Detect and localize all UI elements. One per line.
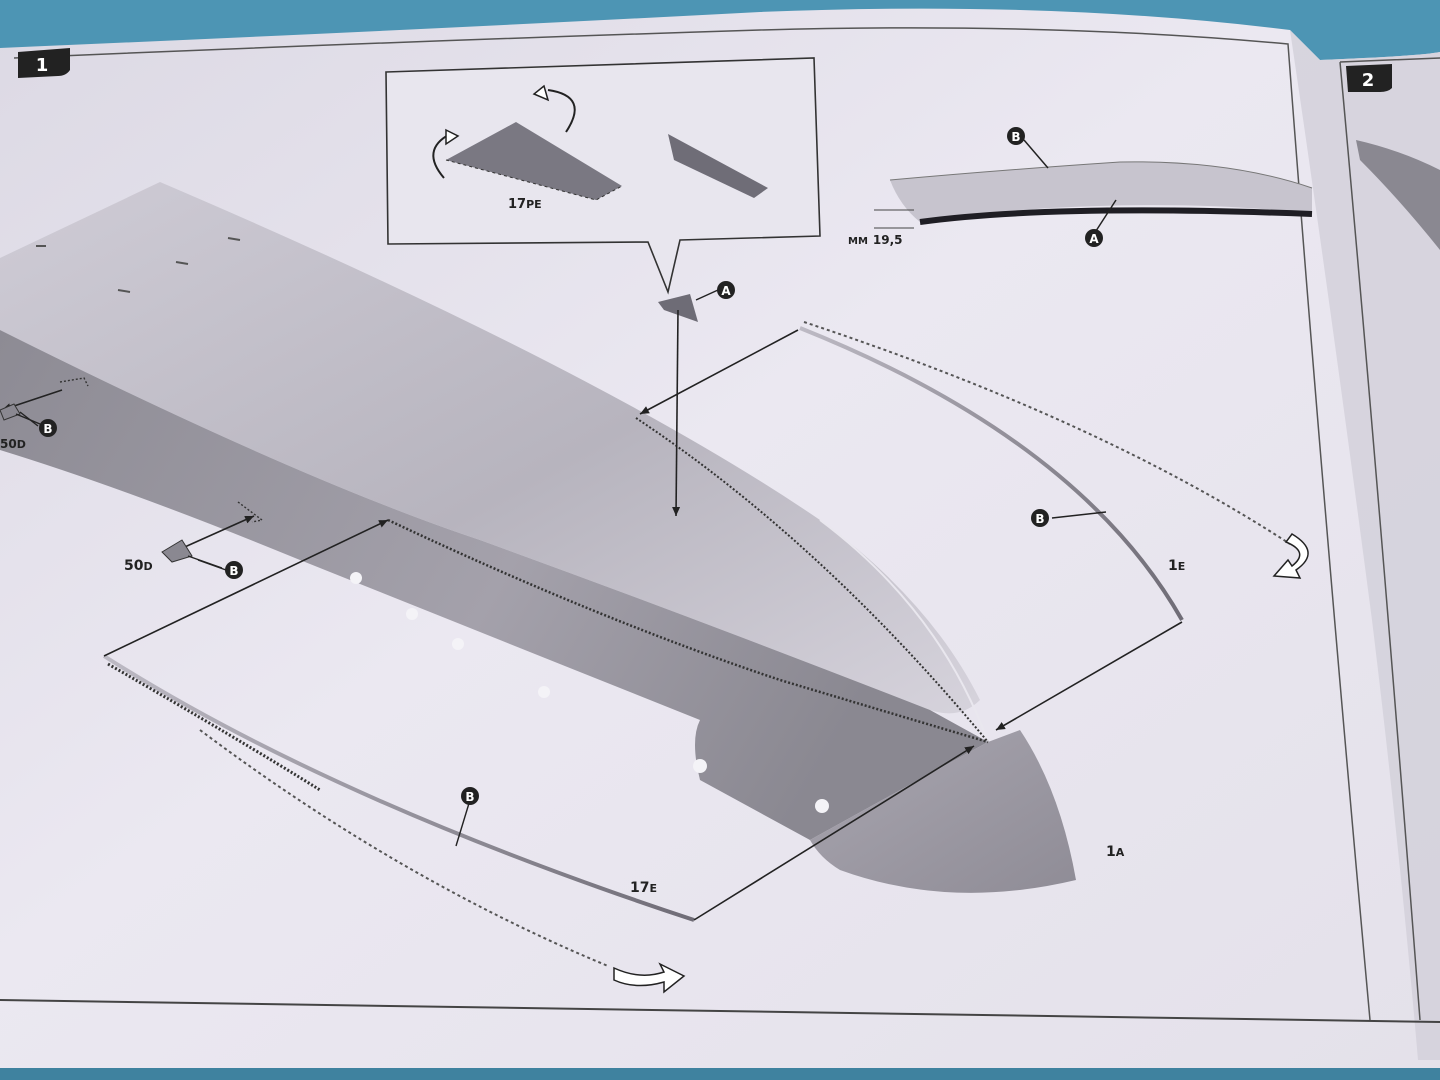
step2-hull-fragment [1356, 140, 1440, 250]
hull-deck [0, 182, 980, 714]
portholes [350, 572, 829, 813]
callout-a-profile: A [1085, 229, 1103, 247]
rail-part-17e [102, 654, 695, 967]
hull-part [0, 182, 1076, 893]
callout-b-rail-top: B [1031, 509, 1049, 527]
step2-frame [1339, 57, 1440, 1021]
svg-text:B: B [465, 790, 474, 804]
part-label-17e: 17E [630, 880, 657, 896]
callout-b-rail-side: B [461, 787, 479, 805]
callout-a-inset: A [717, 281, 735, 299]
part-label-50d: 50D [124, 558, 153, 574]
part-label-1a: 1A [1106, 844, 1125, 860]
assembly-arrows [1, 309, 1183, 921]
inset-box: 17PE [385, 57, 821, 295]
step-number: 1 [36, 55, 49, 76]
hull-bow [810, 730, 1076, 893]
part-label-50d-edge: 50D [0, 437, 26, 451]
pe-strip-shape [446, 122, 622, 200]
part-label-17pe: 17PE [508, 197, 542, 212]
rail-part-1e [799, 321, 1291, 621]
booklet-edge [0, 1068, 1440, 1080]
step-badge-1: 1 [18, 48, 70, 78]
svg-text:B: B [1035, 512, 1044, 526]
callout-b-profile: B [1007, 127, 1025, 145]
step-badge-2: 2 [1346, 64, 1392, 92]
pe-strip-folded [668, 134, 768, 198]
rail-seam [635, 417, 989, 743]
bend-arrow-icon [1272, 533, 1309, 579]
callout-b-peg-edge: B [39, 419, 57, 437]
part-label-1e: 1E [1168, 558, 1185, 574]
peg-part-50d-edge [0, 403, 41, 425]
rotate-arrow-icon [547, 89, 576, 133]
svg-text:A: A [721, 284, 731, 298]
deck-slots [36, 237, 241, 293]
hull-side [0, 330, 988, 840]
svg-text:B: B [43, 422, 52, 436]
part-a-shape [658, 294, 698, 322]
frame-left-line [13, 27, 1371, 1021]
svg-text:B: B [1011, 130, 1020, 144]
bend-arrow-icon [613, 962, 686, 994]
frame-bottom-line [0, 999, 1440, 1023]
svg-text:B: B [229, 564, 238, 578]
callout-leaders [19, 289, 1107, 847]
svg-text:A: A [1089, 232, 1099, 246]
step-number: 2 [1362, 70, 1375, 91]
callout-b-peg: B [225, 561, 243, 579]
